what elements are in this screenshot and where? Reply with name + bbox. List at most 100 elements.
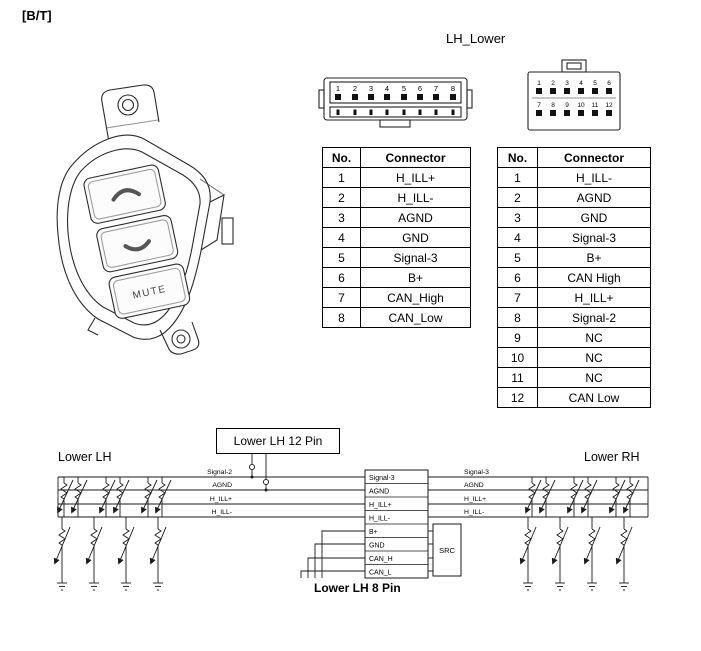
src-module: SRC (432, 523, 462, 577)
block-signal-label: H_ILL- (369, 516, 391, 523)
call-button (83, 164, 166, 224)
pin-number: 1 (537, 80, 541, 87)
pin-number: 7 (537, 102, 541, 109)
lower-lh-12pin-box: Lower LH 12 Pin (216, 428, 340, 454)
junction-dots (250, 475, 268, 492)
src-module-label: SRC (439, 546, 455, 555)
connector-12pin-pin-numbers: 1 2 3 4 5 6 7 8 9 10 11 12 (537, 80, 613, 109)
left-switch-network (55, 477, 171, 590)
pin-number-cell: 7 (322, 287, 361, 308)
connector-8pin-pin-numbers: 1 2 3 4 5 6 7 8 (336, 84, 455, 93)
pin-signal-cell: H_ILL+ (360, 167, 471, 188)
pin-number: 8 (451, 84, 455, 93)
end-call-handset-icon (123, 239, 151, 252)
pin-number-cell: 2 (497, 187, 538, 208)
block-signal-label: Signal-3 (369, 475, 395, 482)
connector-group-title: LH_Lower (446, 31, 506, 46)
pin-number-cell: 1 (322, 167, 361, 188)
pin-number: 12 (605, 102, 613, 109)
pin-number: 6 (607, 80, 611, 87)
pin-number-cell: 2 (322, 187, 361, 208)
pin-number: 3 (565, 80, 569, 87)
pin-signal-cell: Signal-3 (537, 227, 651, 248)
wire-label: H_ILL+ (210, 496, 232, 503)
block-signal-label: B+ (369, 529, 378, 536)
connector-12pin-drawing: 1 2 3 4 5 6 7 8 9 10 11 12 (527, 59, 621, 131)
pin-number-cell: 5 (497, 247, 538, 268)
pin-number: 1 (336, 84, 340, 93)
pin-signal-cell: CAN High (537, 267, 651, 288)
pin-number: 11 (592, 102, 599, 109)
pin-number-cell: 5 (322, 247, 361, 268)
block-signal-label: CAN_L (369, 570, 392, 577)
pin-number: 7 (434, 84, 438, 93)
pin-signal-cell: CAN_Low (360, 307, 471, 328)
connector-8pin-outline (318, 77, 473, 128)
pin-signal-cell: H_ILL+ (537, 287, 651, 308)
pin-number: 2 (551, 80, 555, 87)
pin-signal-cell: CAN_High (360, 287, 471, 308)
pin-number-cell: 9 (497, 327, 538, 348)
right-signal-labels: Signal-3 AGND H_ILL+ H_ILL- (464, 469, 489, 516)
lower-8pin-block: Signal-3 AGND H_ILL+ H_ILL- B+ GND CAN_H… (364, 469, 429, 579)
end-call-button (96, 214, 179, 273)
wire-rails (57, 454, 649, 578)
pin-signal-cell: H_ILL- (537, 167, 651, 188)
circuit-schematic: Signal-3 AGND H_ILL+ H_ILL- B+ GND CAN_H… (0, 454, 649, 651)
pin-signal-cell: CAN Low (537, 387, 651, 408)
table-header-no: No. (497, 147, 538, 168)
call-handset-icon (111, 188, 141, 202)
pin-number-cell: 8 (497, 307, 538, 328)
pin-signal-cell: NC (537, 327, 651, 348)
pin-number: 5 (402, 84, 406, 93)
lower-rh-title: Lower RH (584, 450, 640, 464)
pin-signal-cell: NC (537, 347, 651, 368)
connector-8pin-pin-slots (335, 94, 456, 115)
pin-number: 5 (593, 80, 597, 87)
pin-number: 3 (369, 84, 373, 93)
pin-signal-cell: AGND (360, 207, 471, 228)
pin-number-cell: 11 (497, 367, 538, 388)
connector-12pin-outline (527, 59, 621, 131)
pin-number-cell: 3 (322, 207, 361, 228)
pin-signal-cell: GND (537, 207, 651, 228)
left-signal-labels: Signal-2 AGND H_ILL+ H_ILL- (207, 469, 232, 516)
pin-number-cell: 4 (497, 227, 538, 248)
pin-number: 4 (579, 80, 583, 87)
right-switch-network (521, 477, 639, 590)
wire-label: H_ILL+ (464, 496, 486, 503)
wire-label: AGND (212, 482, 232, 489)
wire-label: Signal-2 (207, 469, 232, 476)
lower-lh-title: Lower LH (58, 450, 112, 464)
wire-label: AGND (464, 482, 484, 489)
pin-number-cell: 12 (497, 387, 538, 408)
pin-signal-cell: B+ (537, 247, 651, 268)
table-header-row: No. Connector (497, 147, 651, 168)
switch-buttons (83, 164, 191, 319)
inline-connector-symbols (248, 463, 270, 486)
switch-assembly-drawing: MUTE (56, 84, 234, 355)
pin-signal-cell: Signal-2 (537, 307, 651, 328)
pin-number: 6 (418, 84, 422, 93)
lower-lh-8pin-label: Lower LH 8 Pin (314, 581, 401, 595)
pin-number: 10 (577, 102, 585, 109)
section-tag: [B/T] (22, 8, 52, 23)
